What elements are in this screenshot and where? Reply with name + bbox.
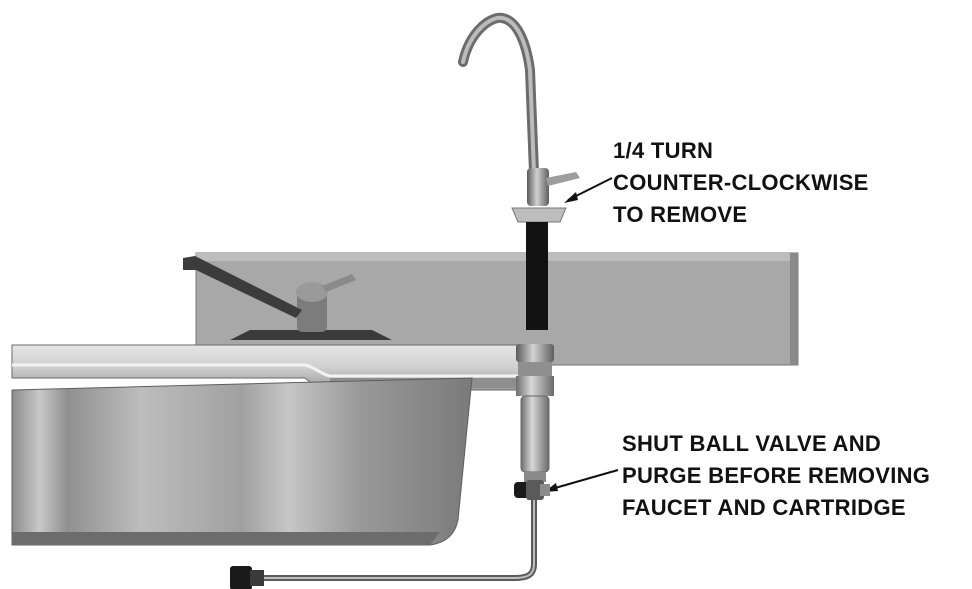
callout-top-line-1: 1/4 TURN (613, 138, 714, 163)
callout-quarter-turn: 1/4 TURN COUNTER-CLOCKWISE TO REMOVE (613, 135, 869, 231)
callout-bottom-line-3: FAUCET AND CARTRIDGE (622, 495, 906, 520)
gooseneck-faucet-icon (458, 12, 580, 330)
hose-connector-icon (230, 566, 264, 589)
arrow-bottom (544, 469, 619, 492)
callout-bottom-line-1: SHUT BALL VALVE AND (622, 431, 882, 456)
callout-shut-ball-valve: SHUT BALL VALVE AND PURGE BEFORE REMOVIN… (622, 428, 930, 524)
lever-faucet-icon (183, 256, 392, 340)
under-sink-plumbing (516, 344, 554, 482)
sink-basin (11, 377, 473, 546)
arrow-top (564, 177, 613, 203)
supply-line (262, 500, 537, 581)
callout-bottom-line-2: PURGE BEFORE REMOVING (622, 463, 931, 488)
callout-top-line-3: TO REMOVE (613, 202, 748, 227)
ball-valve-icon (514, 480, 550, 500)
callout-top-line-2: COUNTER-CLOCKWISE (613, 170, 869, 195)
